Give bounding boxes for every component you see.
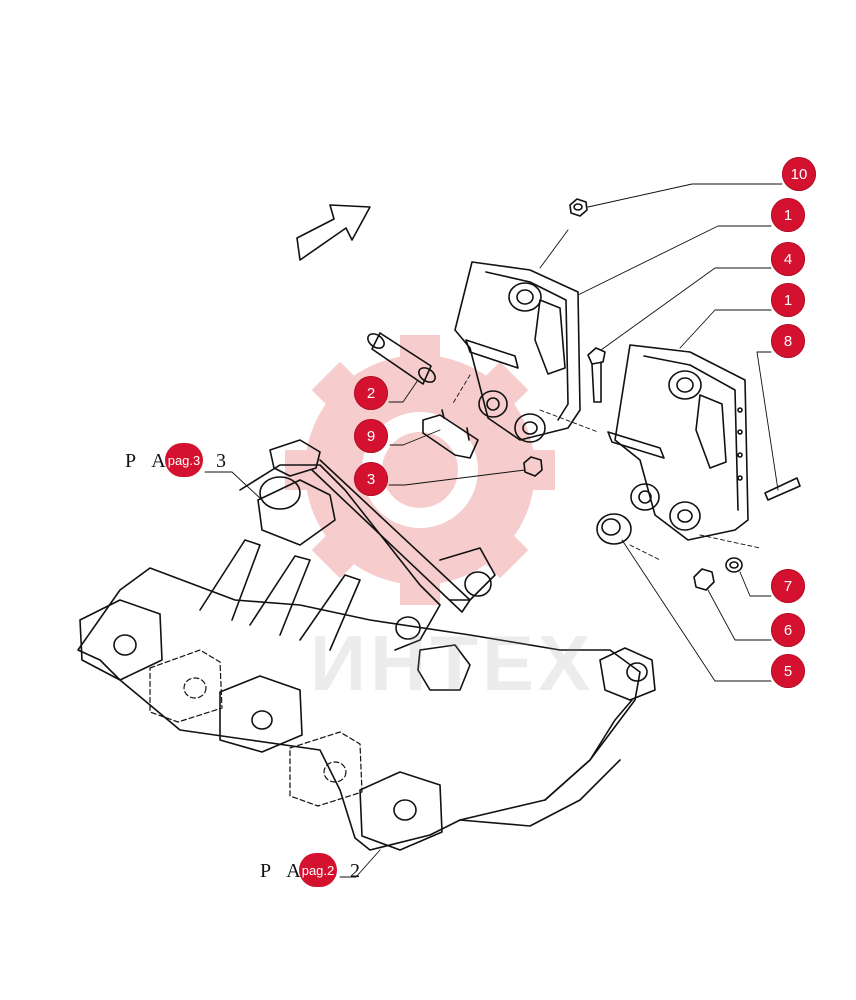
callout-3[interactable]: 3	[354, 462, 388, 496]
frame-assembly	[77, 439, 656, 851]
ref-number-2: 2	[350, 860, 360, 882]
callout-4[interactable]: 4	[771, 242, 805, 276]
ref-number-3: 3	[216, 450, 226, 472]
ref-prefix-3: P A	[125, 450, 172, 472]
callout-1-lower[interactable]: 1	[771, 283, 805, 317]
bracket-plate-lower	[607, 344, 749, 541]
callout-7[interactable]: 7	[771, 569, 805, 603]
watermark-text: ИНТЕХ	[310, 619, 595, 707]
callout-9[interactable]: 9	[354, 419, 388, 453]
phantom-parts	[149, 649, 363, 807]
direction-arrow-icon	[296, 204, 371, 261]
nut-part-3	[523, 456, 543, 477]
washer-part-7	[725, 557, 743, 573]
callout-8[interactable]: 8	[771, 324, 805, 358]
bracket-plate-upper	[454, 261, 581, 443]
page-link-badge-3[interactable]: pag.3	[165, 443, 203, 477]
callout-2[interactable]: 2	[354, 376, 388, 410]
leader-lines	[204, 183, 783, 878]
callout-10[interactable]: 10	[782, 157, 816, 191]
lock-plate-part-9	[422, 409, 479, 459]
nut-part-10	[569, 198, 588, 217]
stud-part-8	[764, 477, 801, 501]
page-link-badge-2[interactable]: pag.2	[299, 853, 337, 887]
bushing-part-5	[596, 513, 632, 545]
pin-part-2	[367, 332, 436, 385]
callout-5[interactable]: 5	[771, 654, 805, 688]
callout-6[interactable]: 6	[771, 613, 805, 647]
nut-part-6	[693, 568, 715, 591]
bolt-part-4	[587, 347, 606, 403]
ref-prefix-2: P A	[260, 860, 307, 882]
callout-1-upper[interactable]: 1	[771, 198, 805, 232]
watermark-gear-icon	[285, 335, 555, 605]
